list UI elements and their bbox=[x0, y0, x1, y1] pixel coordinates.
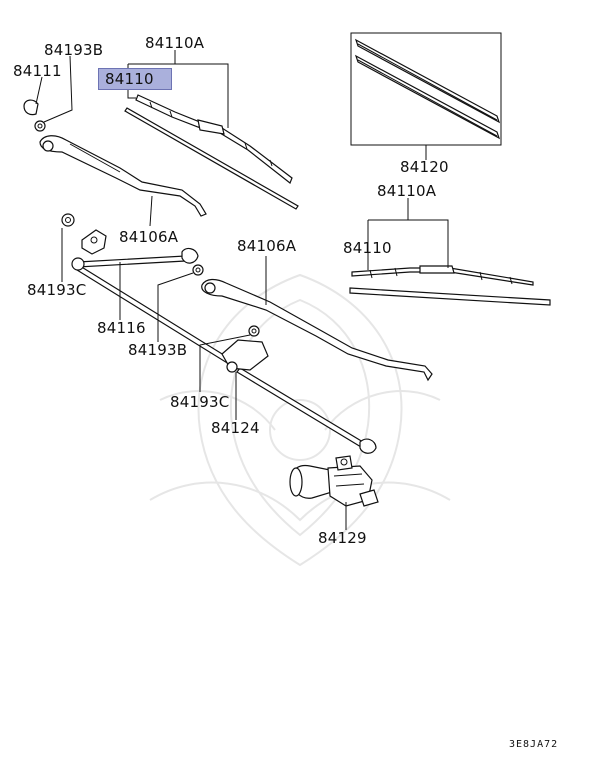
label-84193c-left: 84193C bbox=[27, 281, 87, 299]
label-84124: 84124 bbox=[211, 419, 260, 437]
label-84193b-mid: 84193B bbox=[128, 341, 188, 359]
label-84110a-right: 84110A bbox=[377, 182, 437, 200]
wiper-blade-top bbox=[124, 94, 299, 210]
pivot-nut-left bbox=[61, 213, 75, 227]
pivot-nut-right bbox=[248, 325, 260, 337]
wiper-arm-left bbox=[39, 135, 207, 217]
wiper-blade-right bbox=[349, 265, 551, 306]
label-84106a-right: 84106A bbox=[237, 237, 297, 255]
label-84111: 84111 bbox=[13, 62, 62, 80]
label-84120: 84120 bbox=[400, 158, 449, 176]
label-84110-right: 84110 bbox=[343, 239, 392, 257]
pivot-nut-mid bbox=[192, 264, 204, 276]
leader-lines bbox=[35, 50, 449, 530]
label-84193b-top: 84193B bbox=[44, 41, 104, 59]
label-84116: 84116 bbox=[97, 319, 146, 337]
arm-nut-top bbox=[34, 120, 46, 132]
wiper-arm-right bbox=[201, 278, 433, 382]
label-84129: 84129 bbox=[318, 529, 367, 547]
wiper-motor bbox=[289, 455, 379, 507]
label-84193c-bottom: 84193C bbox=[170, 393, 230, 411]
blade-refill-box bbox=[350, 32, 502, 146]
label-84110-highlighted[interactable]: 84110 bbox=[98, 68, 172, 90]
arm-cap bbox=[23, 99, 39, 116]
diagram-code: 3E8JA72 bbox=[509, 739, 559, 750]
label-84106a-left: 84106A bbox=[119, 228, 179, 246]
label-84110a-top: 84110A bbox=[145, 34, 205, 52]
